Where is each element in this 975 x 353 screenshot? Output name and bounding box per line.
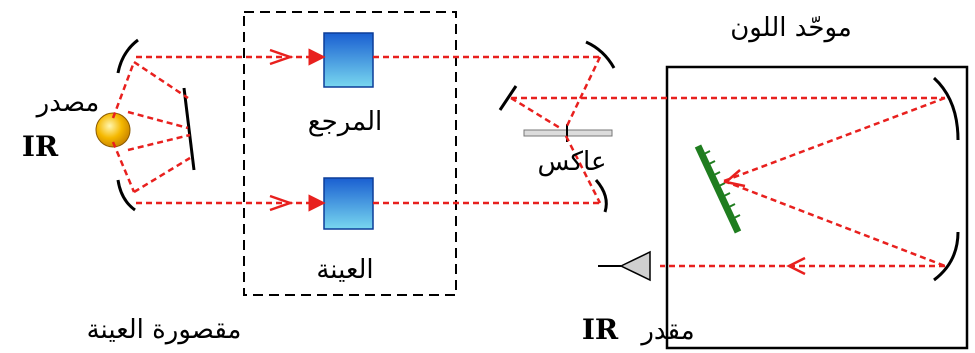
beam-arrow-top <box>269 48 294 66</box>
sample-cell <box>323 177 374 230</box>
source-code-label: IR <box>22 130 59 163</box>
diffraction-grating <box>694 144 742 234</box>
chopper-left-mirror <box>498 85 518 111</box>
ir-beam-paths <box>111 48 946 268</box>
mono-top-mirror <box>932 76 960 141</box>
beam-arrow-detector <box>786 256 806 276</box>
sample-label: العينة <box>316 255 373 285</box>
chopper-bottom-mirror <box>594 179 608 213</box>
reference-label: المرجع <box>308 107 382 137</box>
sample-compartment-label: مقصورة العينة <box>87 315 242 345</box>
source-bottom-mirror <box>116 179 136 212</box>
source-top-mirror <box>116 38 139 74</box>
beam-arrow-grating <box>723 169 746 188</box>
mono-bottom-mirror <box>933 231 960 282</box>
beam-arrow-bottom <box>269 194 294 212</box>
sample-compartment-box <box>243 11 457 296</box>
source-label: مصدر <box>35 88 100 118</box>
source-flat-mirror <box>182 87 196 171</box>
chopper-top-mirror <box>585 40 616 69</box>
detector-code-label: IR <box>582 313 619 346</box>
ir-source-lamp <box>95 112 131 148</box>
monochromator-label: موحّد اللون <box>730 13 852 43</box>
mirror-label: عاكس <box>538 147 607 177</box>
monochromator-box <box>665 65 969 350</box>
detector-label: مقدر <box>639 316 694 346</box>
reference-cell <box>323 32 374 88</box>
ir-detector <box>598 250 651 282</box>
